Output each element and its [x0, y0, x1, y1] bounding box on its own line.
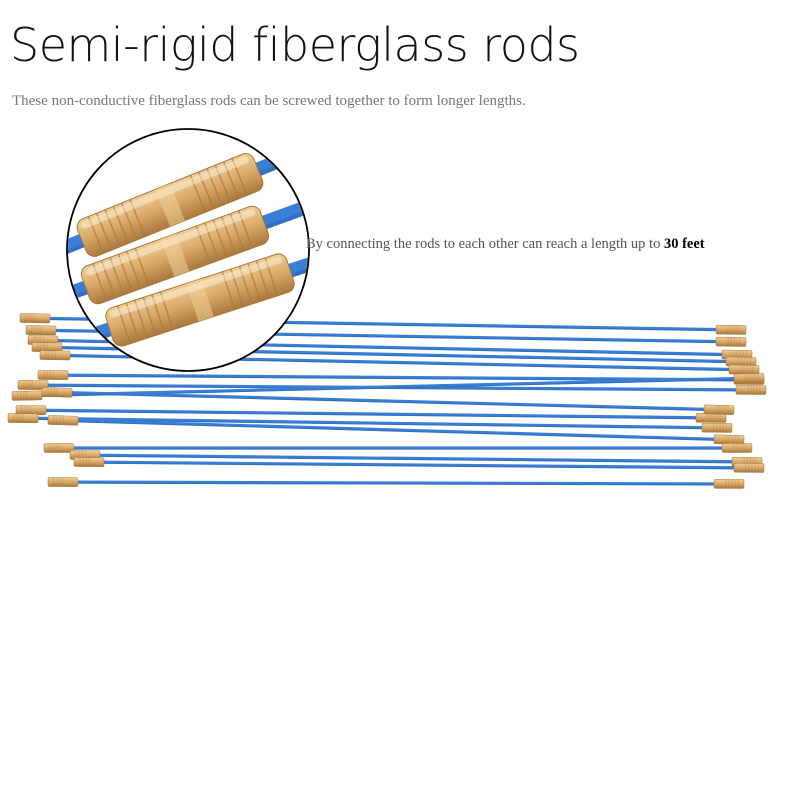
rod — [47, 477, 745, 489]
length-callout: By connecting the rods to each other can… — [306, 236, 705, 253]
brass-connector — [735, 385, 767, 395]
zoomed-joint — [68, 130, 308, 287]
brass-connector — [7, 413, 39, 424]
zoomed-connectors — [68, 130, 308, 369]
brass-connector — [725, 356, 757, 367]
brass-connector — [43, 443, 75, 453]
page-title: Semi-rigid fiberglass rods — [10, 18, 580, 72]
page-subtitle: These non-conductive fiberglass rods can… — [12, 93, 526, 109]
brass-connector — [47, 415, 79, 426]
zoom-detail-circle — [66, 128, 310, 372]
brass-connector — [25, 325, 57, 336]
rod — [37, 370, 765, 385]
rod — [47, 415, 745, 445]
brass-connector — [39, 350, 71, 361]
rod — [43, 443, 753, 453]
brass-connector — [701, 422, 733, 433]
brass-connector — [713, 479, 745, 489]
rod — [15, 405, 727, 423]
zoomed-joint — [68, 231, 308, 369]
brass-connector — [37, 370, 69, 380]
brass-connector — [733, 463, 765, 473]
brass-connector — [11, 390, 43, 401]
brass-connector — [713, 434, 745, 445]
brass-connector — [41, 387, 73, 398]
callout-text: By connecting the rods to each other can… — [306, 236, 664, 252]
brass-connector — [733, 373, 765, 384]
rod — [7, 413, 733, 433]
brass-connector — [721, 443, 753, 453]
brass-connector — [17, 380, 49, 390]
rod — [73, 457, 765, 473]
rod — [41, 387, 735, 415]
brass-connector — [695, 412, 727, 423]
brass-connector — [47, 477, 79, 487]
brass-connector — [703, 404, 735, 415]
brass-connector — [15, 405, 47, 416]
callout-highlight: 30 feet — [663, 236, 705, 252]
zoomed-joint — [68, 180, 308, 330]
brass-connector — [715, 336, 747, 347]
brass-connector — [728, 364, 760, 375]
brass-connector — [19, 313, 51, 324]
brass-connector — [73, 457, 105, 467]
brass-connector — [715, 324, 747, 335]
